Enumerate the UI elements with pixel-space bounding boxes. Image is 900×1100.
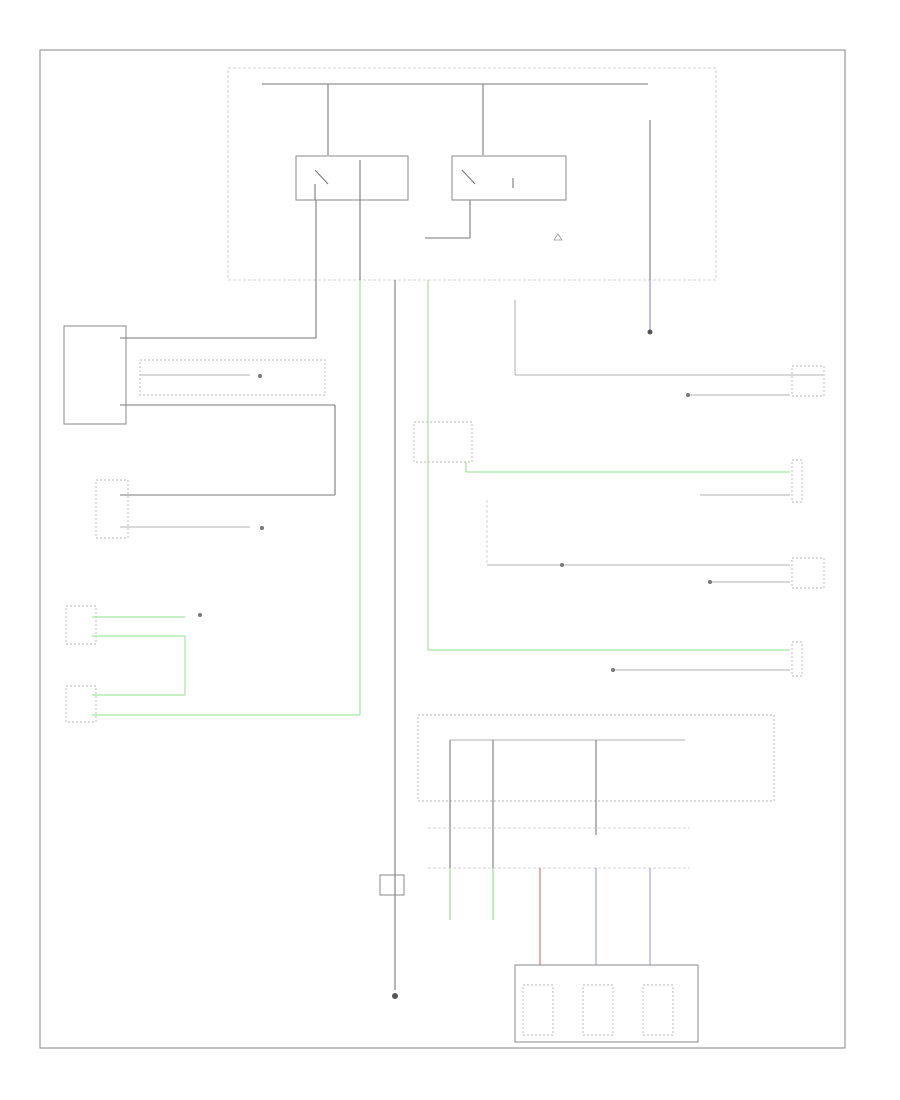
power-outlet-connector — [95, 479, 264, 539]
lower-control-module — [417, 714, 775, 1043]
main-wires — [120, 280, 823, 990]
combination-meter-connector — [63, 325, 336, 496]
right-connectors — [413, 365, 825, 677]
fuse-relay-block — [227, 67, 717, 281]
diagram-frame — [39, 49, 846, 1049]
left-lower-connectors — [65, 605, 360, 723]
center-switch — [379, 874, 405, 999]
